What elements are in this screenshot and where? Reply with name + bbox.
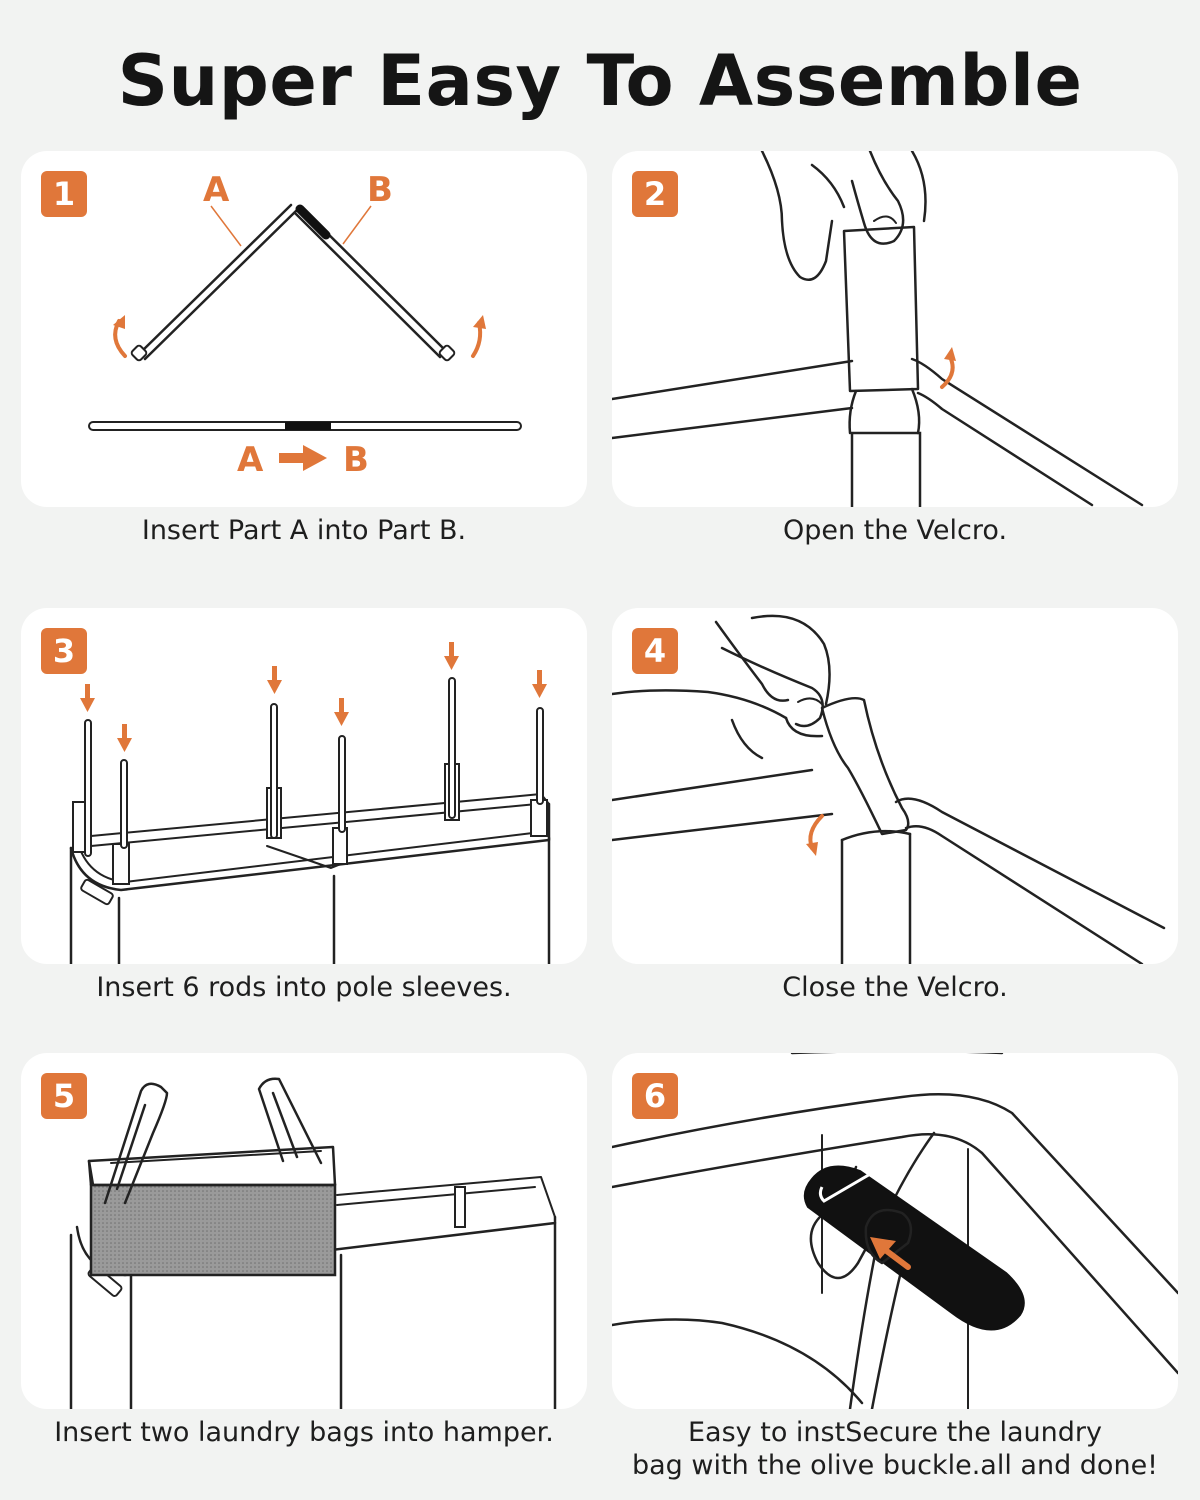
close-velcro-illustration xyxy=(612,614,1166,964)
step-1-badge: 1 xyxy=(41,171,87,217)
step-4-badge: 4 xyxy=(632,628,678,674)
down-arrow-icons xyxy=(80,642,547,752)
step-1-caption: Insert Part A into Part B. xyxy=(141,515,467,546)
step-2-panel: 2 xyxy=(612,151,1178,507)
step-6-caption: Easy to instSecure the laundry bag with … xyxy=(612,1416,1178,1482)
insert-bags-illustration xyxy=(69,1077,557,1409)
step-1-panel: A B A B 1 xyxy=(21,151,587,507)
rotate-arrow-right-icon xyxy=(471,321,483,358)
open-velcro-illustration xyxy=(612,151,1144,507)
step-4-caption: Close the Velcro. xyxy=(782,972,1008,1003)
right-arrow-icon xyxy=(279,445,327,471)
step-4-panel: 4 xyxy=(612,608,1178,964)
step-2-badge: 2 xyxy=(632,171,678,217)
step-3-caption: Insert 6 rods into pole sleeves. xyxy=(96,972,512,1003)
step-2-caption: Open the Velcro. xyxy=(782,515,1008,546)
insert-rods-illustration xyxy=(69,642,551,964)
part-b-label: B xyxy=(367,170,393,210)
part-a-label: A xyxy=(203,170,230,210)
step-3-panel: 3 xyxy=(21,608,587,964)
step-6-caption-line-2: bag with the olive buckle.all and done! xyxy=(632,1450,1158,1481)
step-3-badge: 3 xyxy=(41,628,87,674)
rod-assembly-illustration: A B A B xyxy=(88,170,522,480)
step-5-panel: 5 xyxy=(21,1053,587,1409)
buckle-illustration xyxy=(612,1053,1178,1409)
step-5-badge: 5 xyxy=(41,1073,87,1119)
insert-arrow-icon xyxy=(870,1237,911,1270)
from-label: A xyxy=(237,440,264,480)
step-6-panel: 6 xyxy=(612,1053,1178,1409)
to-label: B xyxy=(343,440,369,480)
step-6-badge: 6 xyxy=(632,1073,678,1119)
step-6-caption-line-1: Easy to instSecure the laundry xyxy=(688,1417,1102,1448)
page-title: Super Easy To Assemble xyxy=(117,40,1083,122)
step-5-caption: Insert two laundry bags into hamper. xyxy=(54,1417,554,1448)
